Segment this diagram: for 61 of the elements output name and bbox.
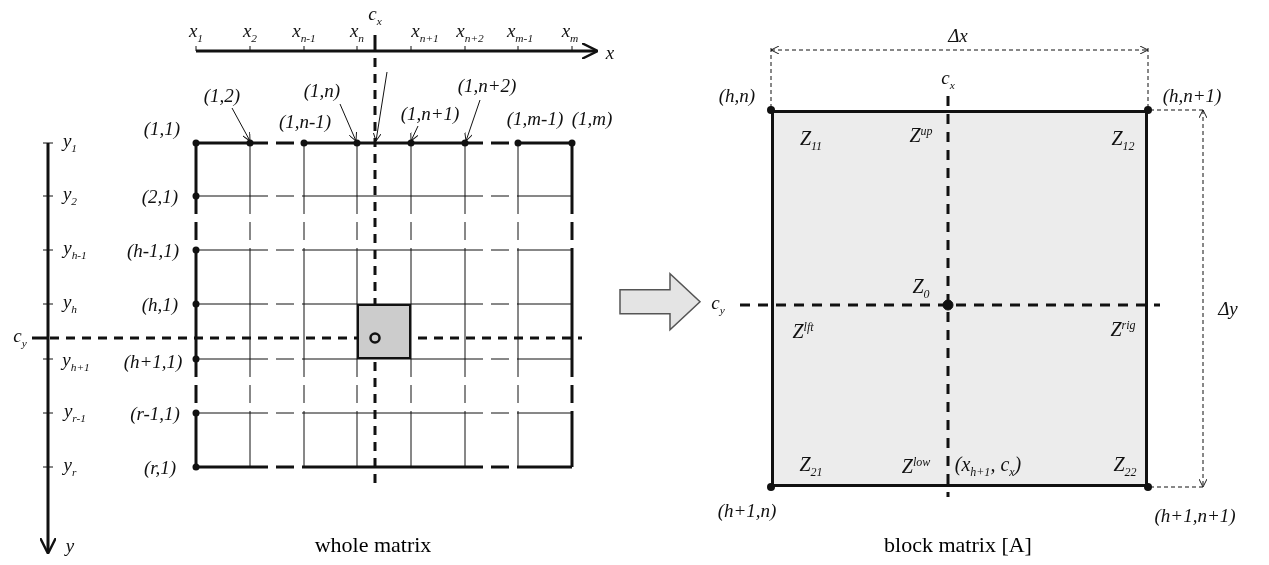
panel-label: whole matrix xyxy=(314,534,432,556)
point-label: (1,1) xyxy=(143,118,181,138)
axis-label: y$_{r-1}$ xyxy=(63,401,87,425)
point-label: (1,2) xyxy=(203,85,241,105)
cell-label: Z$^{low}$ xyxy=(901,455,931,477)
cell-label: Z$_{21}$ xyxy=(799,454,823,478)
cell-label: Z$^{up}$ xyxy=(909,124,933,146)
point-label: (h,1) xyxy=(141,294,179,314)
axis-label: x$_{n+1}$ xyxy=(411,21,439,45)
point-label: (1,n-1) xyxy=(278,111,332,131)
block-arrow xyxy=(619,272,702,332)
point-label: (h+1,1) xyxy=(123,351,183,371)
axis-label: x$_{n-1}$ xyxy=(292,21,316,45)
point-label: (1,n+1) xyxy=(400,103,460,123)
axis-label: c$_{y}$ xyxy=(711,293,725,317)
leader-line xyxy=(231,107,251,142)
axis-label: x$_{2}$ xyxy=(242,21,258,45)
cell-label: (x$_{h+1}$, c$_{x}$) xyxy=(954,454,1022,478)
axis-label: y$_{h+1}$ xyxy=(62,350,90,374)
block-rectangle xyxy=(771,110,1148,487)
point-label: (1,n) xyxy=(303,80,341,100)
cell-label: Z$^{lft}$ xyxy=(792,320,814,342)
point-label: (1,m) xyxy=(571,108,613,128)
axis-label: y$_{h}$ xyxy=(62,292,78,316)
axis-label: x$_{m}$ xyxy=(561,21,579,45)
cell-label: Z$_{0}$ xyxy=(912,276,930,300)
point-label: (r-1,1) xyxy=(130,403,180,423)
leader-line xyxy=(410,125,419,142)
axis-label: x$_{n}$ xyxy=(349,21,365,45)
axis-label: y$_{h-1}$ xyxy=(63,238,87,262)
cell-label: Z$^{rig}$ xyxy=(1110,318,1136,340)
axis-label: c$_{y}$ xyxy=(13,326,27,350)
point-label: (h-1,1) xyxy=(126,240,180,260)
grid-drawing xyxy=(190,137,578,473)
dimension-label: Δy xyxy=(1218,298,1238,318)
point-label: (2,1) xyxy=(141,186,179,206)
axis-label: y$_{r}$ xyxy=(63,455,77,479)
point-label: (h,n) xyxy=(718,85,756,105)
point-label: (h,n+1) xyxy=(1162,85,1222,105)
axis-label: x$_{1}$ xyxy=(188,21,204,45)
axis-label: y xyxy=(65,535,75,555)
axis-label: y$_{1}$ xyxy=(62,131,78,155)
point-label: (h+1,n+1) xyxy=(1154,505,1236,525)
point-label: (h+1,n) xyxy=(717,500,777,520)
axis-label: c$_{x}$ xyxy=(368,4,382,28)
point-label: (1,m-1) xyxy=(506,108,564,128)
point-label: (1,n+2) xyxy=(457,75,517,95)
panel-label: block matrix [A] xyxy=(884,534,1032,556)
highlighted-cell xyxy=(357,304,411,359)
leader-line xyxy=(339,103,357,142)
cell-label: Z$_{11}$ xyxy=(799,128,823,152)
axis-label: x$_{n+2}$ xyxy=(456,21,484,45)
leader-line xyxy=(464,99,481,142)
cell-label: Z$_{22}$ xyxy=(1113,454,1137,478)
cell-label: Z$_{12}$ xyxy=(1111,128,1135,152)
axis-label: c$_{x}$ xyxy=(941,68,955,92)
dimension-label: Δx xyxy=(948,25,968,45)
axis-label: x xyxy=(605,42,615,62)
point-label: (r,1) xyxy=(143,457,177,477)
axis-label: y$_{2}$ xyxy=(62,184,78,208)
axis-label: x$_{m-1}$ xyxy=(506,21,534,45)
